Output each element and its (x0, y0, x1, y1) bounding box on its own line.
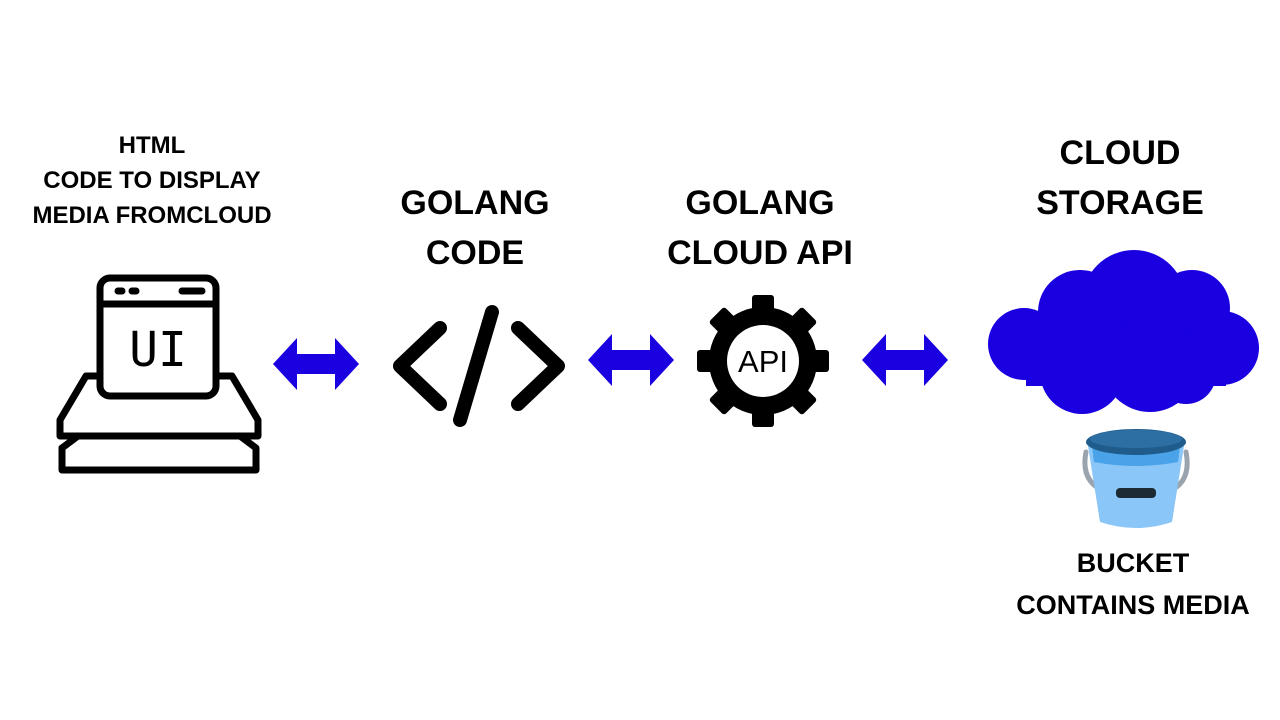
golang-api-label-line-1: GOLANG (685, 184, 835, 222)
golang-code-label-line-2: CODE (425, 234, 525, 272)
html-ui-label-line-1: HTML (118, 132, 186, 159)
bidirectional-arrow-icon (588, 334, 674, 386)
golang-code-label-line-1: GOLANG (400, 184, 550, 222)
html-ui-label-line-2: CODE TO DISPLAY (43, 167, 261, 194)
golang-code-label: GOLANG CODE (370, 178, 580, 278)
bucket-icon (1082, 429, 1190, 528)
ui-window-icon-text: UI (129, 322, 187, 378)
html-ui-label-line-3: MEDIA FROMCLOUD (32, 202, 272, 229)
api-gear-icon-text: API (738, 344, 788, 379)
cloud-storage-label-line-2: STORAGE (1036, 184, 1204, 222)
bucket-label-line-2: CONTAINS MEDIA (1016, 590, 1250, 620)
html-ui-label: HTML CODE TO DISPLAY MEDIA FROMCLOUD (20, 128, 284, 233)
bucket-label-line-1: BUCKET (1076, 548, 1190, 578)
code-brackets-icon (393, 305, 565, 427)
bidirectional-arrow-icon (862, 334, 948, 386)
cloud-icon (988, 250, 1259, 414)
cloud-storage-label: CLOUD STORAGE (1010, 128, 1230, 228)
ui-window-icon: UI (56, 274, 262, 474)
bidirectional-arrow-icon (273, 338, 359, 390)
golang-api-label-line-2: CLOUD API (667, 234, 853, 272)
api-gear-icon: API (697, 295, 829, 427)
bucket-label: BUCKET CONTAINS MEDIA (990, 542, 1276, 626)
golang-api-label: GOLANG CLOUD API (640, 178, 880, 278)
cloud-storage-label-line-1: CLOUD (1059, 134, 1181, 172)
